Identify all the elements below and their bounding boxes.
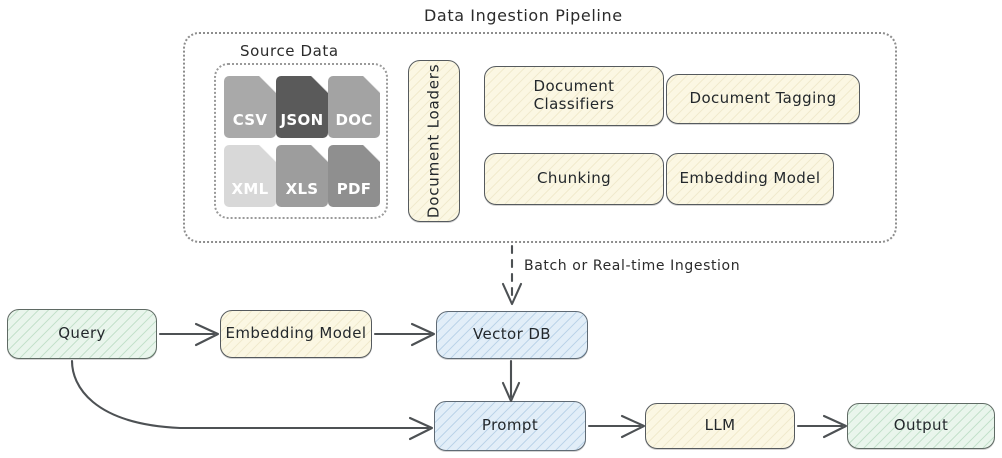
flow-node-label: Output xyxy=(893,416,949,435)
source-file-pdf[interactable]: PDF xyxy=(328,145,380,207)
flow-node-label: Query xyxy=(58,324,106,343)
arrow-llm-to-output-head xyxy=(822,414,848,439)
ingestion-pipeline-container xyxy=(183,32,897,243)
flow-node-embedding-model[interactable]: Embedding Model xyxy=(220,310,372,358)
source-file-doc[interactable]: DOC xyxy=(328,76,380,138)
source-file-json[interactable]: JSON xyxy=(276,76,328,138)
source-data-title: Source Data xyxy=(240,42,339,60)
arrow-query-to-prompt-head xyxy=(408,416,434,441)
stage-embedding-model[interactable]: Embedding Model xyxy=(666,153,834,205)
flow-node-vector-db[interactable]: Vector DB xyxy=(436,311,588,359)
flow-node-label: Prompt xyxy=(481,416,539,435)
arrow-query-to-embedding-head xyxy=(194,322,220,347)
source-file-label: XML xyxy=(231,180,269,198)
pipeline-title: Data Ingestion Pipeline xyxy=(424,6,623,25)
flow-node-label: Embedding Model xyxy=(225,324,367,343)
stage-label: Document Tagging xyxy=(689,89,837,108)
stage-label: Chunking xyxy=(536,169,612,188)
flow-node-prompt[interactable]: Prompt xyxy=(434,401,586,451)
arrow-vectordb-to-prompt-head xyxy=(501,381,521,403)
source-file-label: JSON xyxy=(280,111,324,129)
flow-node-output[interactable]: Output xyxy=(847,403,995,449)
source-file-label: XLS xyxy=(285,180,319,198)
stage-document-loaders[interactable]: Document Loaders xyxy=(408,60,460,222)
flow-node-label: Vector DB xyxy=(472,325,551,344)
stage-label: Embedding Model xyxy=(679,169,821,188)
stage-label: Document Loaders xyxy=(424,63,443,219)
stage-document-tagging[interactable]: Document Tagging xyxy=(666,74,860,124)
source-file-xls[interactable]: XLS xyxy=(276,145,328,207)
arrow-embedding-to-vectordb-head xyxy=(410,322,436,347)
arrow-ingestion-head xyxy=(501,282,523,306)
source-data-container xyxy=(214,63,388,219)
source-file-xml[interactable]: XML xyxy=(224,145,276,207)
flow-node-llm[interactable]: LLM xyxy=(645,403,795,449)
ingestion-arrow-label: Batch or Real-time Ingestion xyxy=(524,258,741,274)
arrow-query-to-prompt-line xyxy=(70,359,430,430)
flow-node-label: LLM xyxy=(704,416,736,435)
flow-node-query[interactable]: Query xyxy=(7,309,157,359)
source-file-label: DOC xyxy=(335,111,373,129)
source-file-label: CSV xyxy=(232,111,268,129)
source-file-csv[interactable]: CSV xyxy=(224,76,276,138)
source-file-label: PDF xyxy=(336,180,372,198)
stage-chunking[interactable]: Chunking xyxy=(484,153,664,205)
arrow-prompt-to-llm-head xyxy=(620,414,646,439)
